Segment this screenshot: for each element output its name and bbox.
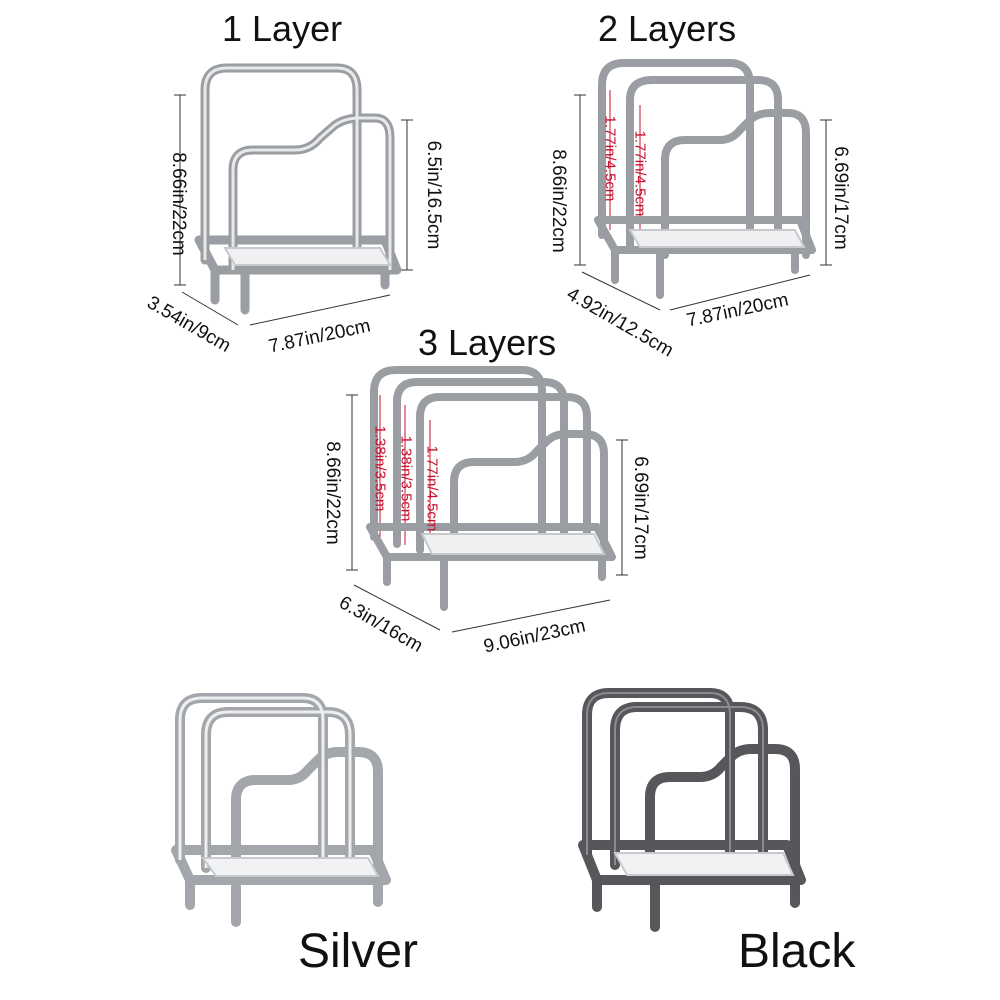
rack-black: [578, 688, 806, 932]
label-3-layers-gap-1: 1.38in/3.5cm: [371, 425, 389, 512]
label-1-layer-inner-height: 6.5in/16.5cm: [423, 140, 444, 250]
rack-silver: [171, 693, 391, 927]
label-3-layers-gap-2: 1.38in/3.5cm: [397, 435, 415, 522]
label-2-layers-height: 8.66in/22cm: [548, 149, 569, 253]
label-3-layers-inner-height: 6.69in/17cm: [630, 456, 651, 560]
rack-2-layers: [594, 59, 816, 299]
title-2-layers: 2 Layers: [598, 8, 737, 49]
title-3-layers: 3 Layers: [418, 322, 557, 363]
label-3-layers-height: 8.66in/22cm: [322, 441, 343, 545]
title-1-layer: 1 Layer: [222, 8, 343, 49]
label-black: Black: [738, 925, 856, 978]
label-2-layers-inner-height: 6.69in/17cm: [830, 146, 851, 250]
label-1-layer-height: 8.66in/22cm: [168, 152, 189, 256]
label-2-layers-gap-2: 1.77in/4.5cm: [631, 130, 649, 217]
label-3-layers-gap-3: 1.77in/4.5cm: [423, 445, 441, 532]
rack-1-layer: [194, 63, 402, 315]
rack-3-layers: [366, 366, 616, 611]
label-silver: Silver: [298, 925, 419, 978]
label-2-layers-gap-1: 1.77in/4.5cm: [601, 115, 619, 202]
